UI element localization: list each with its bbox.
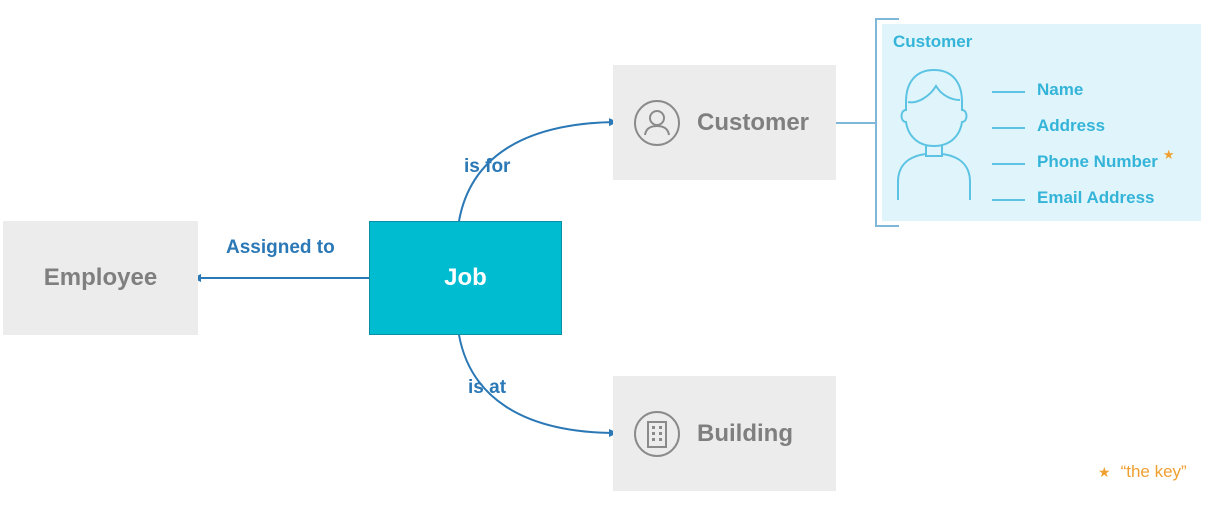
- attribute-row-name: Name: [992, 78, 1083, 102]
- key-legend: ★ “the key”: [1098, 462, 1187, 482]
- attribute-row-email-address: Email Address: [992, 186, 1154, 210]
- attribute-dash: [992, 163, 1025, 165]
- building-label: Building: [697, 419, 793, 447]
- edge-label-is-for: is for: [464, 156, 511, 177]
- attribute-label: Email Address: [1037, 188, 1155, 207]
- attribute-dash: [992, 91, 1025, 93]
- attribute-dash: [992, 199, 1025, 201]
- key-star-icon: ★: [1098, 463, 1111, 480]
- employee-label: Employee: [43, 264, 158, 291]
- detail-title: Customer: [893, 32, 973, 51]
- attribute-row-address: Address: [992, 114, 1105, 138]
- attribute-row-phone-number: Phone Number ★: [992, 147, 1175, 174]
- detail-bracket: [875, 18, 899, 227]
- job-node: Job: [369, 221, 562, 335]
- customer-node: Customer: [613, 65, 836, 180]
- customer-detail-panel: Customer Name Address Phone Number ★ Ema…: [882, 24, 1201, 221]
- key-star-icon: ★: [1162, 147, 1175, 162]
- building-node: Building: [613, 376, 836, 491]
- attribute-label: Address: [1037, 116, 1106, 135]
- legend-label: “the key”: [1120, 462, 1187, 481]
- employee-node: Employee: [3, 221, 198, 335]
- building-icon: [634, 410, 680, 457]
- person-outline-icon: [897, 68, 971, 200]
- edge-label-is-at: is at: [468, 377, 507, 398]
- customer-label: Customer: [697, 108, 810, 136]
- attribute-label: Phone Number: [1037, 152, 1158, 171]
- attribute-label: Name: [1037, 80, 1084, 99]
- edge-label-assigned-to: Assigned to: [226, 237, 335, 258]
- job-label: Job: [444, 264, 487, 291]
- attribute-dash: [992, 127, 1025, 129]
- person-circle-icon: [634, 99, 680, 146]
